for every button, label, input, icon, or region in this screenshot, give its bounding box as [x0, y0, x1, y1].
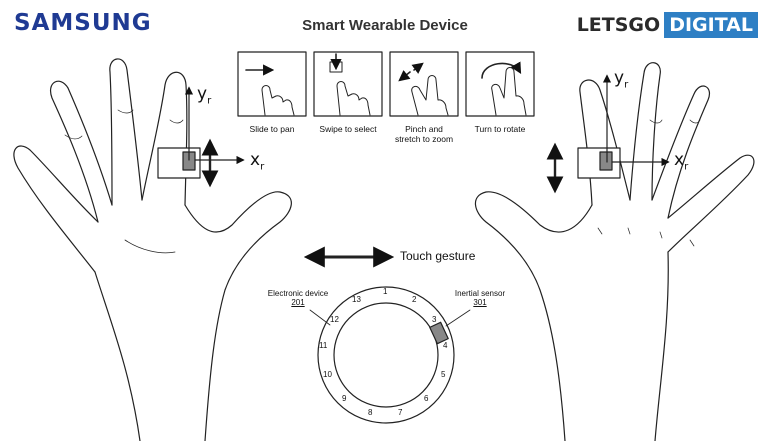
ring-position-2: 2 — [412, 295, 417, 304]
ring-position-6: 6 — [424, 394, 429, 403]
ring-position-13: 13 — [352, 295, 361, 304]
right-ring-device — [577, 147, 621, 179]
touch-gesture-label: Touch gesture — [400, 249, 476, 263]
ring-position-10: 10 — [323, 370, 332, 379]
gesture-caption-pinch: Pinch and stretch to zoom — [394, 124, 454, 144]
gesture-panel-swipe — [313, 51, 383, 117]
ring-position-4: 4 — [443, 341, 448, 350]
samsung-logo: SAMSUNG — [14, 10, 152, 36]
ring-inertial-sensor — [429, 321, 449, 345]
ring-position-12: 12 — [330, 315, 339, 324]
letsgodigital-logo-part1: LETSGO — [576, 14, 661, 36]
gesture-panel-slide — [237, 51, 307, 117]
ring-position-7: 7 — [398, 408, 403, 417]
letsgodigital-logo: LETSGO DIGITAL — [577, 12, 758, 38]
left-ring-device — [157, 147, 201, 179]
ring-position-1: 1 — [383, 287, 388, 296]
electronic-device-callout: Electronic device 201 — [266, 289, 330, 307]
ring-position-11: 11 — [319, 341, 328, 350]
gesture-caption-slide: Slide to pan — [249, 124, 295, 134]
gesture-caption-rotate: Turn to rotate — [474, 124, 526, 134]
ring-position-8: 8 — [368, 408, 373, 417]
right-x-axis-label: xr — [674, 150, 689, 173]
gesture-panel-rotate — [465, 51, 535, 117]
inertial-sensor-callout: Inertial sensor 301 — [450, 289, 510, 307]
electronic-device-leader — [309, 309, 331, 326]
gesture-caption-swipe: Swipe to select — [319, 124, 377, 134]
left-hand-outline — [13, 58, 292, 441]
electronic-device-ref: 201 — [291, 298, 305, 307]
right-inertial-sensor — [599, 151, 613, 171]
right-y-axis-label: yr — [614, 68, 629, 91]
left-x-axis-label: xr — [250, 150, 265, 173]
inertial-sensor-label: Inertial sensor — [454, 289, 506, 298]
electronic-device-label: Electronic device — [267, 289, 329, 298]
ring-position-3: 3 — [432, 315, 437, 324]
ring-position-5: 5 — [441, 370, 446, 379]
right-hand-outline — [474, 62, 755, 441]
ring-diagram — [309, 286, 471, 424]
inertial-sensor-ref: 301 — [473, 298, 487, 307]
gesture-panel-pinch — [389, 51, 459, 117]
page-title: Smart Wearable Device — [302, 17, 468, 34]
letsgodigital-logo-part2: DIGITAL — [664, 12, 758, 38]
ring-position-9: 9 — [342, 394, 347, 403]
inertial-sensor-leader — [445, 309, 471, 327]
left-y-axis-label: yr — [197, 84, 212, 107]
